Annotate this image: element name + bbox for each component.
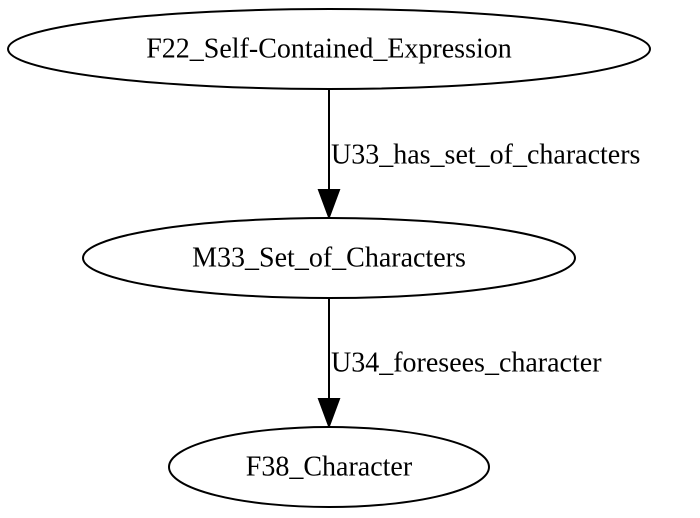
edge-f22-m33-label: U33_has_set_of_characters (331, 140, 640, 171)
node-f22: F22_Self-Contained_Expression (7, 8, 651, 90)
edge-f22-m33-arrowhead (317, 189, 341, 220)
edge-m33-f38: U34_foresees_character (317, 299, 602, 429)
node-f38-label: F38_Character (246, 452, 413, 483)
node-f38: F38_Character (168, 426, 490, 508)
node-f22-shape (7, 8, 651, 90)
node-m33-label: M33_Set_of_Characters (192, 243, 466, 274)
node-f22-label: F22_Self-Contained_Expression (146, 34, 512, 65)
node-m33: M33_Set_of_Characters (82, 217, 576, 299)
node-f38-shape (168, 426, 490, 508)
edge-f22-m33: U33_has_set_of_characters (317, 90, 640, 220)
edge-m33-f38-arrowhead (317, 398, 341, 429)
node-m33-shape (82, 217, 576, 299)
edge-m33-f38-label: U34_foresees_character (331, 348, 602, 379)
